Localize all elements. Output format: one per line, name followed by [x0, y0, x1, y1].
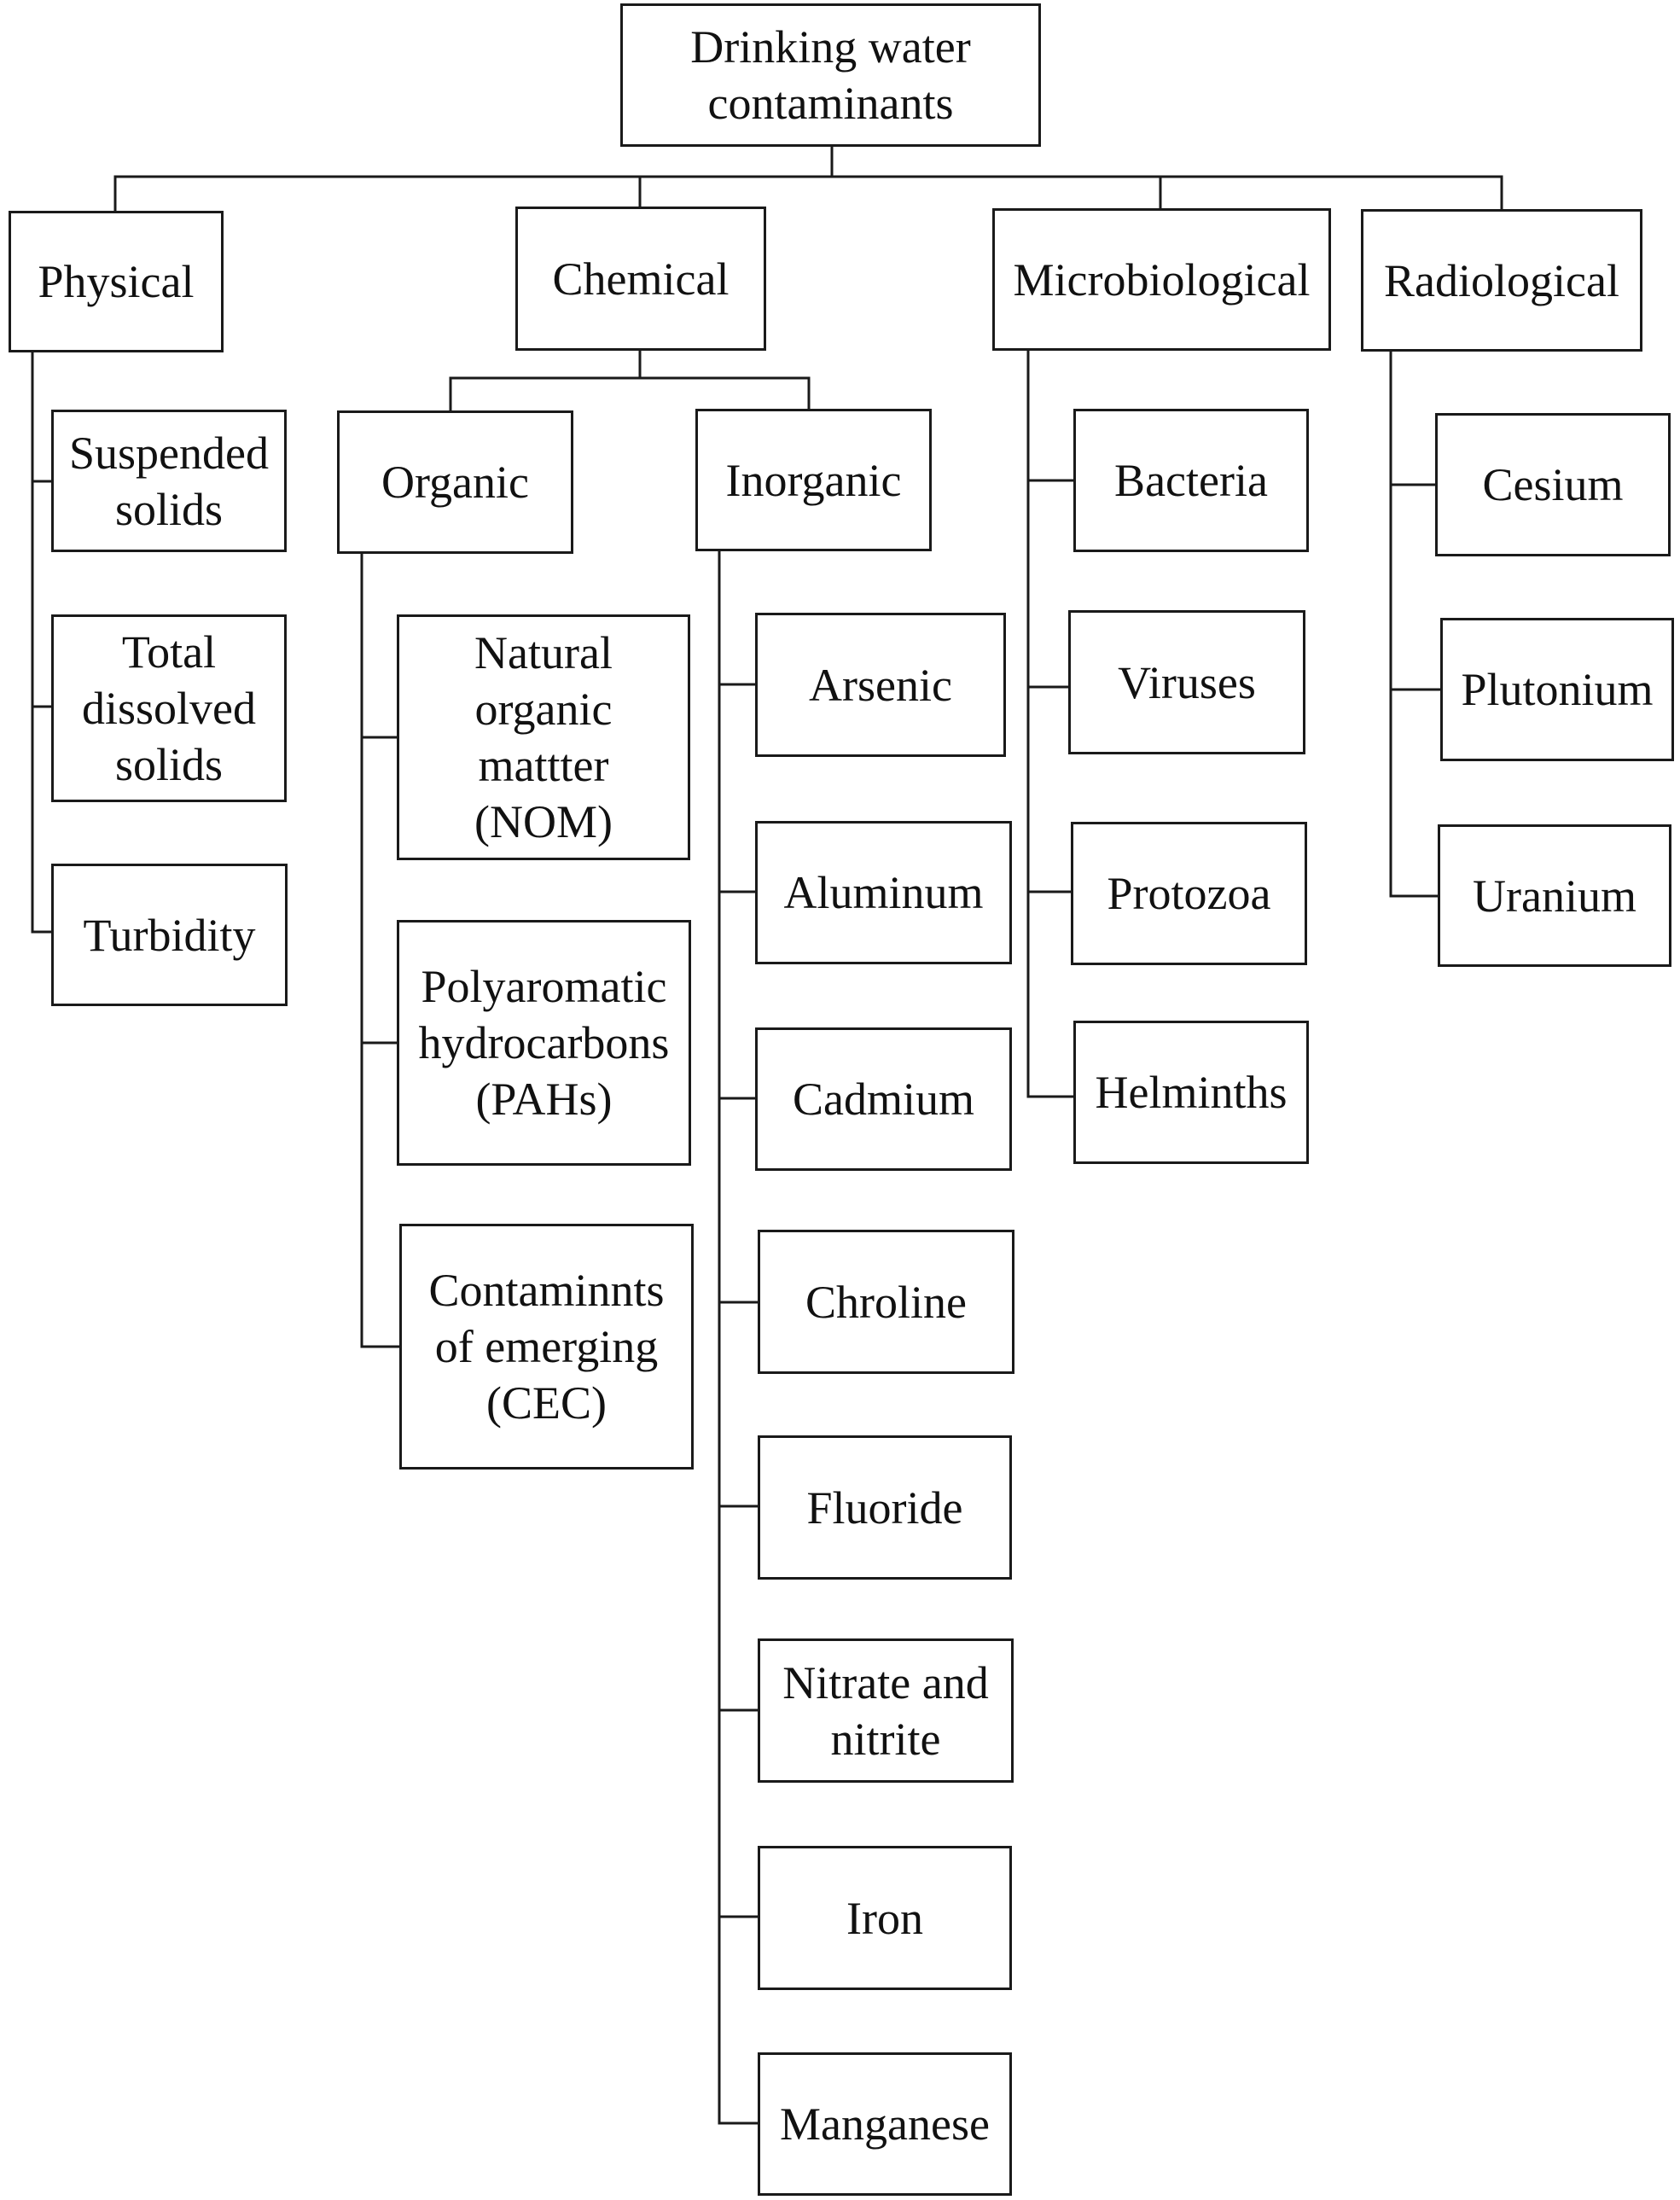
- node-microbiological-item-label: Helminths: [1095, 1067, 1288, 1118]
- node-root-label: Drinking water contaminants: [690, 21, 971, 129]
- node-inorganic-item: Chroline: [758, 1230, 1014, 1374]
- node-organic-item-label: Polyaromatic hydrocarbons (PAHs): [418, 961, 670, 1125]
- node-chemical-label: Chemical: [552, 253, 730, 305]
- node-inorganic-item: Cadmium: [755, 1027, 1012, 1171]
- node-inorganic-item: Aluminum: [755, 821, 1012, 964]
- node-inorganic-item-label: Nitrate and nitrite: [782, 1656, 989, 1765]
- node-radiological-item-label: Uranium: [1473, 870, 1636, 922]
- node-inorganic-item: Manganese: [758, 2052, 1012, 2196]
- node-inorganic-item-label: Chroline: [805, 1276, 967, 1328]
- node-inorganic-item-label: Iron: [846, 1892, 923, 1944]
- node-physical-item: Suspended solids: [51, 410, 287, 552]
- node-physical: Physical: [9, 211, 224, 352]
- node-microbiological-item: Viruses: [1068, 610, 1305, 754]
- node-inorganic-item-label: Fluoride: [806, 1481, 963, 1534]
- node-organic-item: Natural organic mattter (NOM): [397, 614, 690, 860]
- node-microbiological-item-label: Viruses: [1118, 656, 1256, 708]
- node-physical-item-label: Turbidity: [83, 909, 256, 961]
- node-organic: Organic: [337, 410, 573, 554]
- node-physical-item-label: Total dissolved solids: [81, 626, 256, 790]
- node-microbiological: Microbiological: [992, 208, 1331, 351]
- node-radiological-item-label: Plutonium: [1461, 664, 1654, 715]
- node-microbiological-item-label: Bacteria: [1114, 455, 1268, 506]
- node-radiological-item: Plutonium: [1440, 618, 1674, 761]
- node-physical-item-label: Suspended solids: [69, 427, 269, 535]
- node-chemical: Chemical: [515, 207, 766, 351]
- node-physical-item: Total dissolved solids: [51, 614, 287, 802]
- node-inorganic: Inorganic: [695, 409, 932, 551]
- node-microbiological-item: Protozoa: [1071, 822, 1307, 965]
- node-microbiological-label: Microbiological: [1013, 253, 1311, 306]
- node-microbiological-item: Helminths: [1073, 1021, 1309, 1164]
- node-inorganic-label: Inorganic: [725, 454, 902, 506]
- node-radiological: Radiological: [1361, 209, 1642, 352]
- node-organic-item-label: Contaminnts of emerging (CEC): [428, 1265, 665, 1429]
- node-physical-label: Physical: [38, 256, 195, 307]
- node-microbiological-item: Bacteria: [1073, 409, 1309, 552]
- node-inorganic-item-label: Arsenic: [809, 659, 952, 711]
- node-radiological-item: Cesium: [1435, 413, 1671, 556]
- node-radiological-label: Radiological: [1384, 254, 1619, 306]
- node-radiological-item-label: Cesium: [1482, 459, 1624, 510]
- node-inorganic-item: Fluoride: [758, 1435, 1012, 1580]
- node-root: Drinking water contaminants: [620, 3, 1041, 147]
- node-organic-item: Contaminnts of emerging (CEC): [399, 1224, 694, 1470]
- node-organic-label: Organic: [381, 457, 529, 508]
- node-inorganic-item: Iron: [758, 1846, 1012, 1990]
- node-inorganic-item-label: Manganese: [780, 2098, 990, 2150]
- node-organic-item-label: Natural organic mattter (NOM): [474, 627, 613, 847]
- node-inorganic-item-label: Aluminum: [783, 867, 984, 918]
- node-radiological-item: Uranium: [1438, 824, 1671, 967]
- node-organic-item: Polyaromatic hydrocarbons (PAHs): [397, 920, 691, 1166]
- node-microbiological-item-label: Protozoa: [1107, 868, 1271, 919]
- node-inorganic-item: Nitrate and nitrite: [758, 1638, 1014, 1783]
- node-inorganic-item: Arsenic: [755, 613, 1006, 757]
- node-physical-item: Turbidity: [51, 864, 288, 1006]
- node-inorganic-item-label: Cadmium: [793, 1074, 974, 1125]
